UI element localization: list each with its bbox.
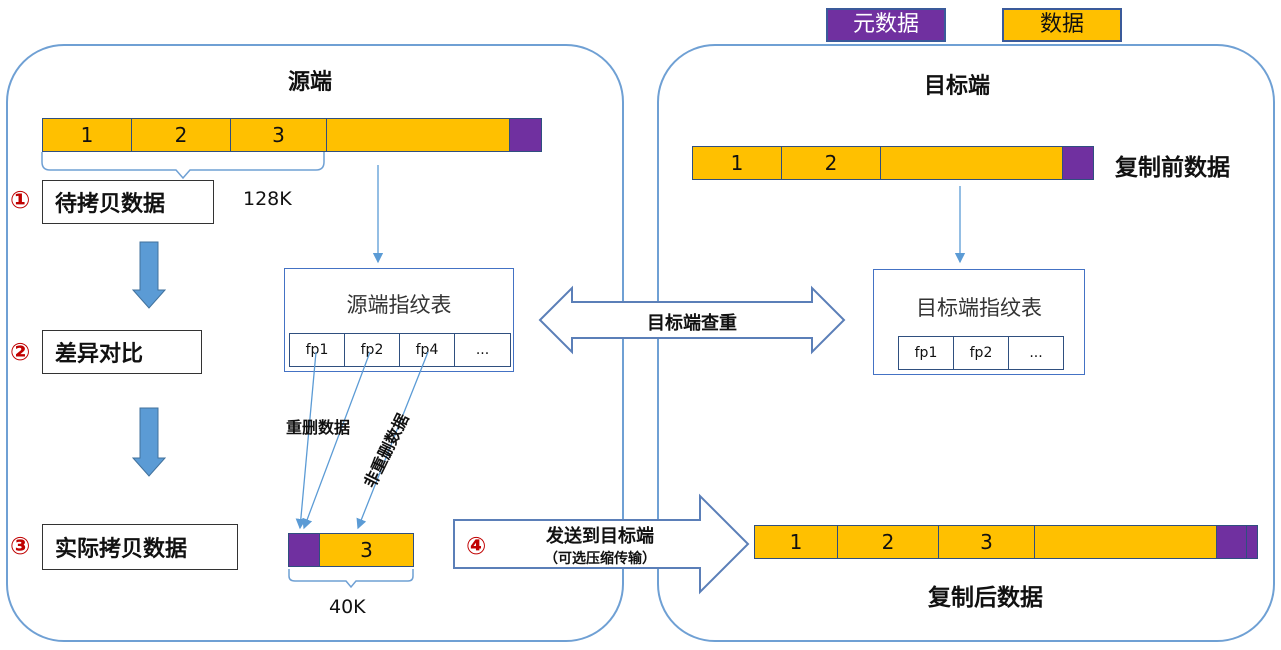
step-2-number: ② [10, 338, 31, 366]
target-title: 目标端 [923, 74, 990, 99]
step-down-arrow [131, 241, 167, 309]
step-1-box: 待拷贝数据 [42, 180, 214, 224]
source-fp-table: 源端指纹表 fp1 fp2 fp4 ... [284, 268, 514, 372]
source-fp-cell: ... [475, 342, 490, 358]
source-fp-cell: fp4 [400, 334, 455, 366]
copy-block-3: 3 [320, 534, 413, 566]
fp2-dup-line [302, 351, 371, 530]
source-metadata-block [510, 119, 541, 151]
target-fp-row: fp1 fp2 ... [898, 336, 1064, 370]
step-4-sublabel: （可选压缩传输） [544, 551, 656, 567]
target-before-block-rest [881, 147, 1063, 179]
dedup-double-arrow [538, 285, 846, 355]
target-fp-cell: fp2 [954, 337, 1009, 369]
copy-data-bar: 3 [288, 533, 414, 567]
target-before-block-1: 1 [693, 147, 782, 179]
fp1-dup-line [295, 351, 317, 530]
step-4-number: ④ [466, 532, 487, 560]
source-block-1: 1 [43, 119, 132, 151]
send-arrow [453, 493, 750, 595]
step-3-box: 实际拷贝数据 [42, 524, 238, 570]
source-size-label: 128K [243, 188, 292, 210]
source-fp-cell: fp2 [345, 334, 400, 366]
target-after-metadata-block [1217, 526, 1247, 558]
legend-metadata: 元数据 [826, 8, 946, 42]
legend-data: 数据 [1002, 8, 1122, 42]
source-block-2: 2 [132, 119, 231, 151]
target-fp-table-title: 目标端指纹表 [916, 296, 1042, 320]
target-before-label: 复制前数据 [1115, 155, 1230, 181]
target-after-block-2: 2 [838, 526, 939, 558]
step-4-label: 发送到目标端 [546, 526, 654, 547]
target-before-bar: 1 2 [692, 146, 1094, 180]
step-1-number: ① [10, 186, 31, 214]
target-before-block-2: 2 [782, 147, 881, 179]
source-fp-row: fp1 fp2 fp4 ... [289, 333, 511, 367]
target-fp-table: 目标端指纹表 fp1 fp2 ... [873, 269, 1085, 375]
step-2-box: 差异对比 [42, 330, 202, 374]
source-data-bar: 1 2 3 [42, 118, 542, 152]
source-fp-table-title: 源端指纹表 [346, 293, 452, 317]
step-down-arrow [131, 407, 167, 477]
source-fp-cell: fp1 [290, 334, 345, 366]
source-block-rest [327, 119, 510, 151]
copy-size-label: 40K [329, 596, 366, 618]
target-after-block-rest [1035, 526, 1217, 558]
target-fp-cell: fp1 [899, 337, 954, 369]
dedup-arrow-label: 目标端查重 [647, 313, 737, 334]
target-fp-cell: ... [1029, 345, 1043, 361]
source-size-brace [41, 152, 325, 180]
step-3-number: ③ [10, 532, 31, 560]
target-after-block-3: 3 [939, 526, 1035, 558]
step-3-label: 实际拷贝数据 [55, 537, 188, 562]
target-after-metadata-block-2 [1247, 526, 1257, 558]
step-1-label: 待拷贝数据 [55, 192, 166, 217]
target-after-label: 复制后数据 [928, 585, 1043, 611]
step-2-label: 差异对比 [55, 342, 144, 367]
source-title: 源端 [287, 70, 332, 95]
source-block-3: 3 [231, 119, 327, 151]
target-before-metadata-block [1063, 147, 1093, 179]
target-after-block-1: 1 [755, 526, 838, 558]
dup-data-label: 重删数据 [286, 418, 351, 437]
fp4-nondup-line [356, 351, 429, 530]
copy-size-brace [288, 569, 414, 589]
target-after-bar: 1 2 3 [754, 525, 1258, 559]
copy-metadata-block [289, 534, 320, 566]
